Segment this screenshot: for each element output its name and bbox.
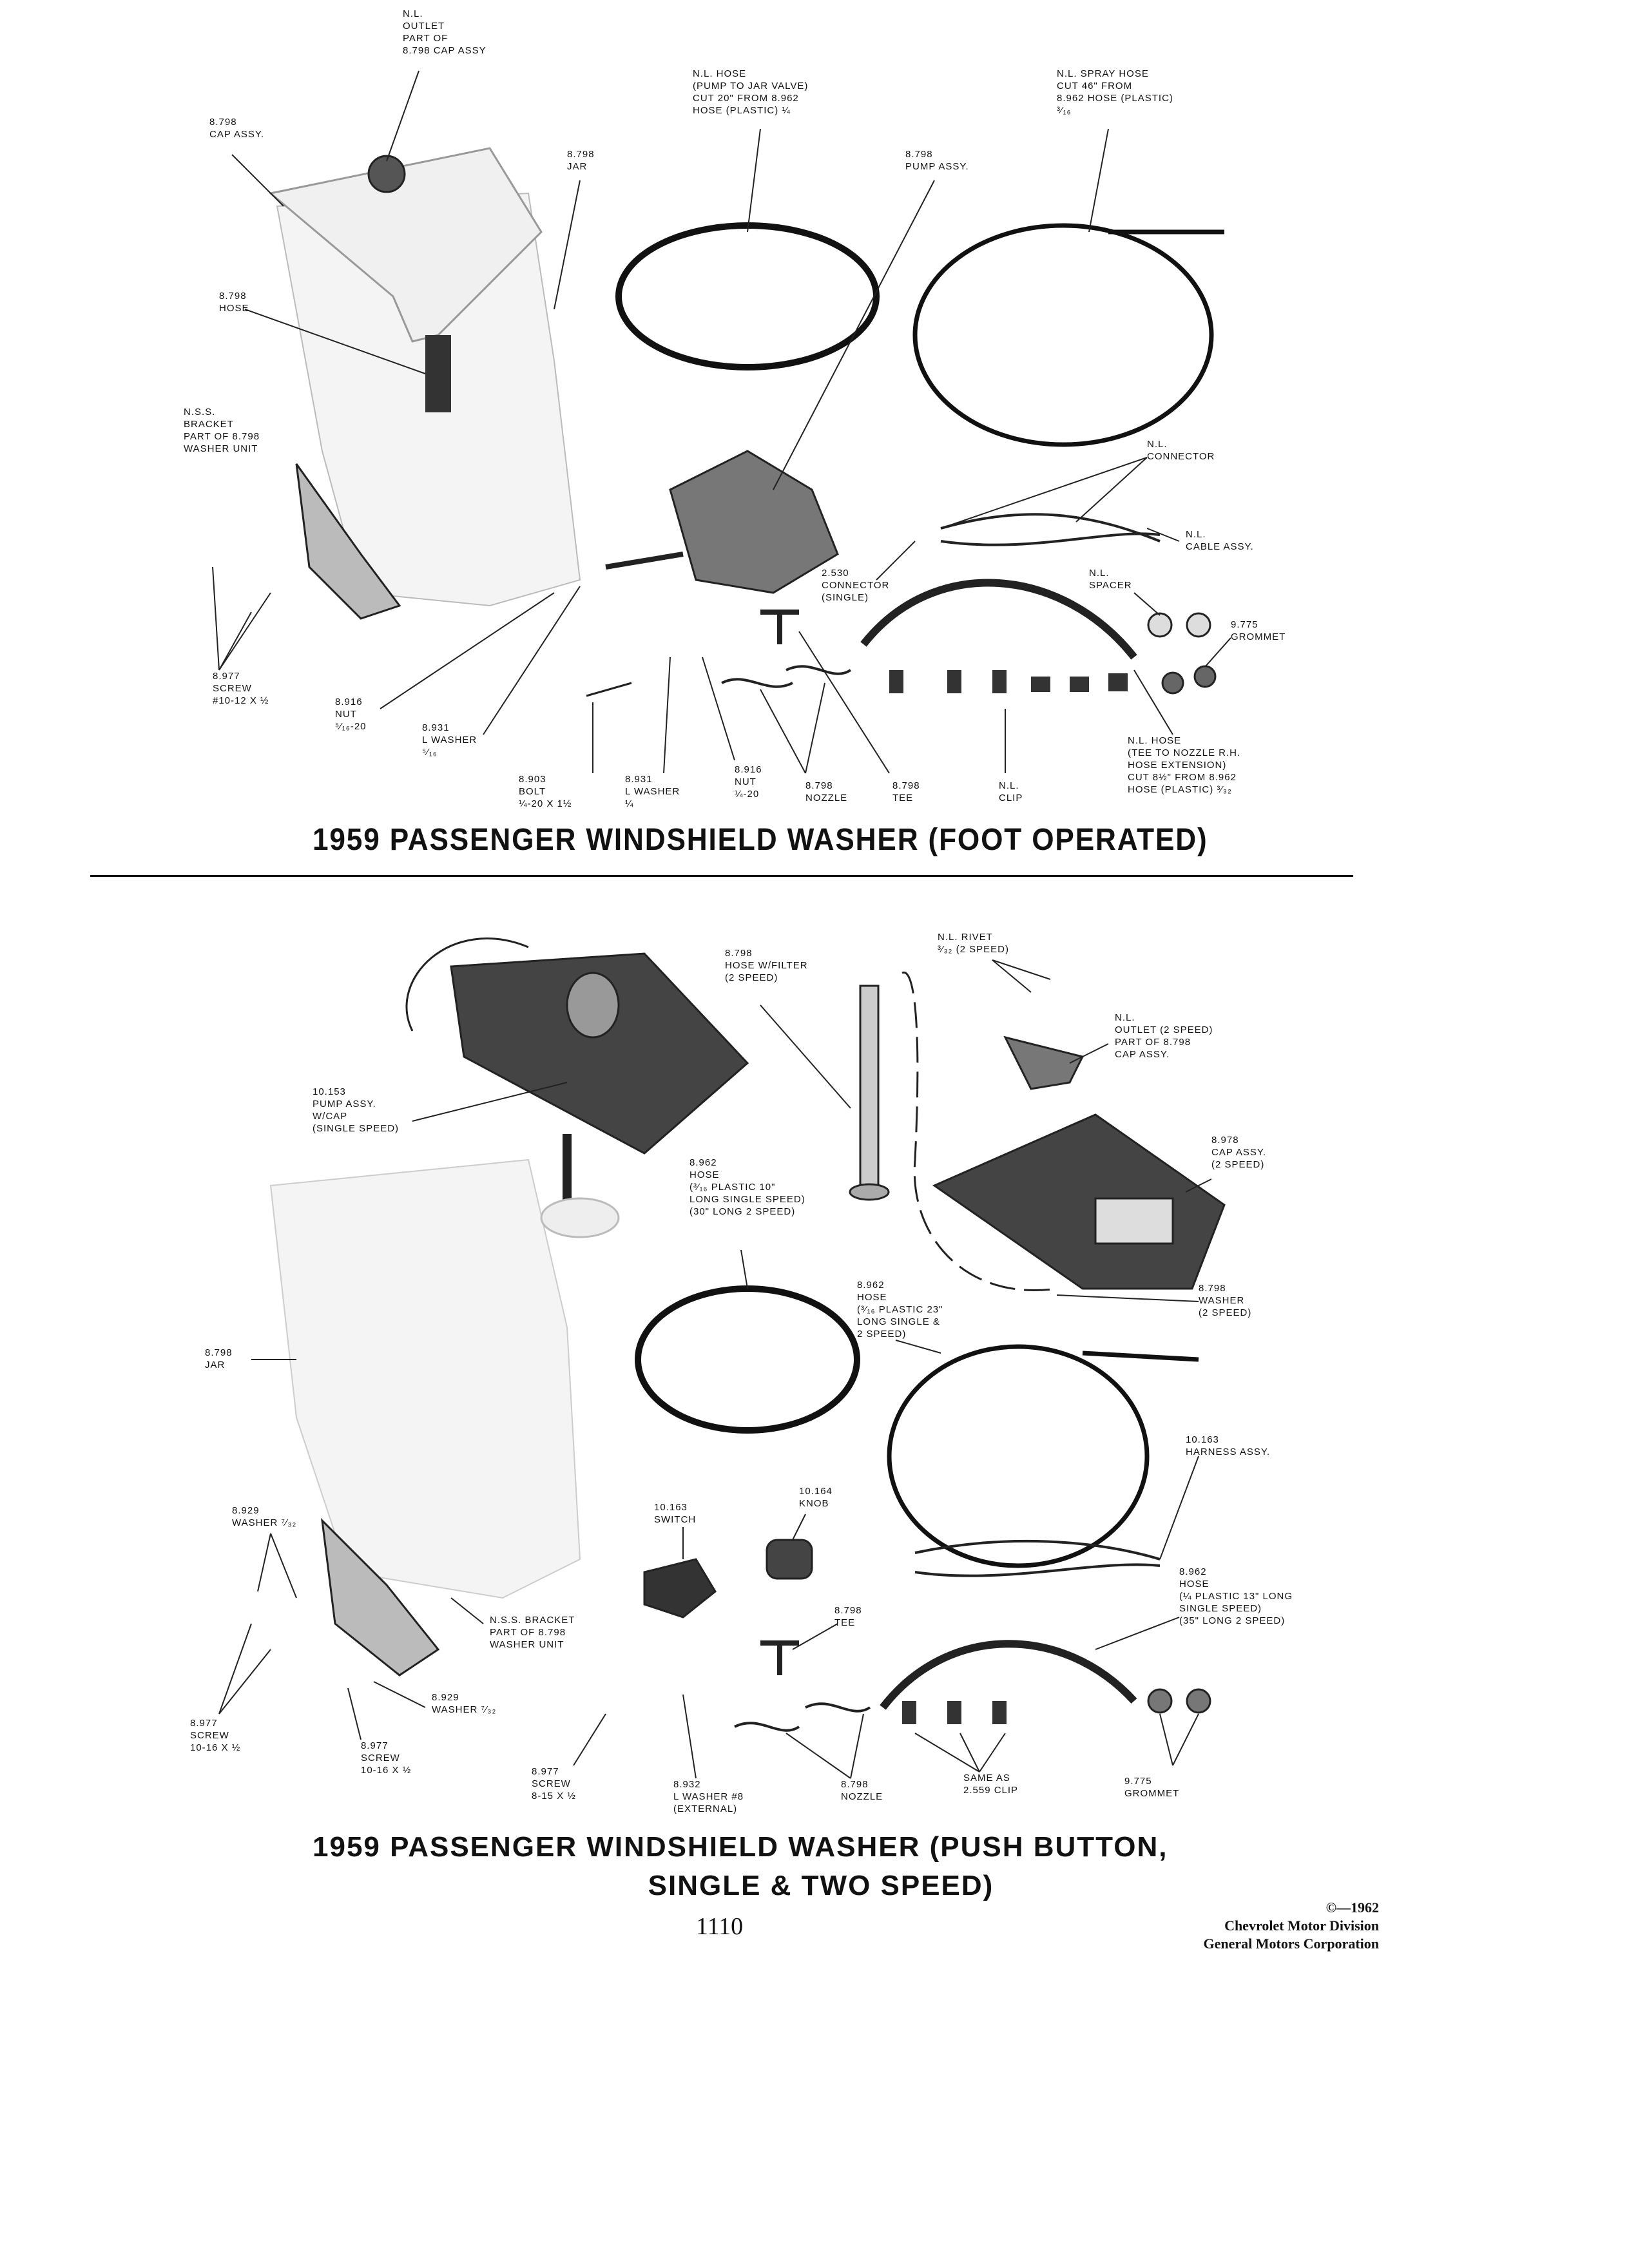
hose-dashed-2 xyxy=(901,971,1057,1291)
callout-nozzle: 8.798 NOZZLE xyxy=(805,780,848,803)
callout-hose-13: 8.962 HOSE (¼ PLASTIC 13" LONG SINGLE SP… xyxy=(1179,1566,1293,1626)
callout-nut-516: 8.916 NUT ⁵⁄₁₆-20 xyxy=(335,697,367,732)
hose-filter-2 xyxy=(859,985,880,1193)
cap-assy-2-illustration xyxy=(932,1113,1226,1290)
tee-2 xyxy=(760,1640,799,1675)
section1-title: 1959 PASSENGER WINDSHIELD WASHER (FOOT O… xyxy=(313,823,1208,857)
callout-clip-2: SAME AS 2.559 CLIP xyxy=(963,1773,1019,1796)
callout-bolt: 8.903 BOLT ¼-20 x 1½ xyxy=(519,774,572,809)
callout-cap-assy: 8.798 CAP ASSY. xyxy=(209,117,265,140)
section2-title-line2: SINGLE & TWO SPEED) xyxy=(648,1870,994,1901)
nozzles-2 xyxy=(734,1702,871,1732)
pump-wire-2 xyxy=(405,937,529,1032)
callout-l-washer-8: 8.932 L WASHER #8 (EXTERNAL) xyxy=(673,1779,744,1814)
knob-2-illustration xyxy=(766,1539,813,1580)
callout-pump-assy: 8.798 PUMP ASSY. xyxy=(905,149,969,172)
cap-switch-2 xyxy=(1094,1197,1174,1245)
callout-hose-tee-nozzle: N.L. HOSE (TEE TO NOZZLE R.H. HOSE EXTEN… xyxy=(1128,735,1241,795)
callout-bracket-2: N.S.S. BRACKET PART OF 8.798 WASHER UNIT xyxy=(490,1615,575,1650)
callout-jar: 8.798 JAR xyxy=(567,149,595,172)
callout-nut-14: 8.916 NUT ¼-20 xyxy=(735,764,762,800)
grommet-2 xyxy=(1147,1688,1173,1714)
grommet-1 xyxy=(1161,671,1184,695)
callout-spray-hose: N.L. SPRAY HOSE CUT 46" FROM 8.962 HOSE … xyxy=(1057,68,1173,116)
callout-screw-a: 8.977 SCREW 10-16 x ½ xyxy=(190,1718,241,1753)
switch-2-illustration xyxy=(643,1558,717,1619)
hose-coil-3 xyxy=(887,1344,1150,1568)
pump-assy-2-illustration xyxy=(450,952,749,1155)
callout-tee: 8.798 TEE xyxy=(892,780,920,803)
page-number: 1110 xyxy=(696,1913,744,1940)
callout-clip: N.L. CLIP xyxy=(999,780,1023,803)
hose-13-2 xyxy=(880,1640,1137,1710)
copyright: ©—1962 xyxy=(1325,1899,1379,1916)
callout-cable-assy: N.L. CABLE ASSY. xyxy=(1186,529,1254,552)
callout-l-washer-14: 8.931 L WASHER ¼ xyxy=(625,774,680,809)
callout-hose-10: 8.962 HOSE (³⁄₁₆ PLASTIC 10" LONG SINGLE… xyxy=(689,1157,805,1217)
bracket-2-illustration xyxy=(320,1517,440,1677)
callout-switch: 10.163 SWITCH xyxy=(654,1502,697,1525)
outlet-1-illustration xyxy=(367,155,406,193)
callout-tee-2: 8.798 TEE xyxy=(834,1605,862,1628)
tee-1 xyxy=(760,610,799,644)
callout-nozzle-2: 8.798 NOZZLE xyxy=(841,1779,883,1802)
callout-grommet: 9.775 GROMMET xyxy=(1231,619,1286,642)
callout-pump-cap: 10.153 PUMP ASSY. W/CAP (SINGLE SPEED) xyxy=(313,1086,400,1134)
callout-washer-732b: 8.929 WASHER ⁷⁄₃₂ xyxy=(432,1692,497,1715)
callout-spacer: N.L. SPACER xyxy=(1089,568,1132,591)
spray-hose-coil-1 xyxy=(912,223,1214,447)
pump-assy-1-illustration xyxy=(669,450,839,594)
section2-title-line1: 1959 PASSENGER WINDSHIELD WASHER (PUSH B… xyxy=(313,1831,1168,1863)
section-divider xyxy=(90,875,1353,877)
callout-washer-732: 8.929 WASHER ⁷⁄₃₂ xyxy=(232,1505,297,1528)
bolt-1 xyxy=(586,682,632,697)
callout-screw-c: 8.977 SCREW 8-15 x ½ xyxy=(532,1766,576,1802)
callout-harness: 10.163 HARNESS ASSY. xyxy=(1186,1434,1271,1457)
callout-rivet: N.L. RIVET ³⁄₃₂ (2 SPEED) xyxy=(938,932,1009,955)
callout-hose: 8.798 HOSE xyxy=(219,291,249,314)
callout-hose-23: 8.962 HOSE (³⁄₁₆ PLASTIC 23" LONG SINGLE… xyxy=(857,1280,943,1340)
callout-grommet-2: 9.775 GROMMET xyxy=(1124,1776,1180,1799)
hose-coil-1 xyxy=(615,222,880,370)
callout-cap-2speed: 8.978 CAP ASSY. (2 SPEED) xyxy=(1211,1135,1267,1170)
callout-screw-b: 8.977 SCREW 10-16 x ½ xyxy=(361,1740,412,1776)
callout-l-washer-516: 8.931 L WASHER ⁵⁄₁₆ xyxy=(422,722,477,758)
callout-outlet-2speed: N.L. OUTLET (2 SPEED) PART OF 8.798 CAP … xyxy=(1115,1012,1213,1060)
outlet-2-illustration xyxy=(1003,1035,1084,1090)
callout-knob: 10.164 KNOB xyxy=(799,1486,833,1509)
clips-1 xyxy=(889,670,1128,693)
jar-band-1 xyxy=(425,335,451,412)
jar-2-illustration xyxy=(269,1158,581,1599)
spacer-1 xyxy=(1147,612,1173,638)
callout-bracket: N.S.S. BRACKET PART OF 8.798 WASHER UNIT xyxy=(184,407,260,454)
callout-hose-pump-jar: N.L. HOSE (PUMP TO JAR VALVE) CUT 20" FR… xyxy=(693,68,809,116)
bracket-1-illustration xyxy=(295,463,401,620)
hose-coil-2 xyxy=(635,1285,860,1434)
callout-washer-2speed: 8.798 WASHER (2 SPEED) xyxy=(1199,1283,1252,1318)
division: Chevrolet Motor Division xyxy=(1224,1917,1379,1934)
harness-2 xyxy=(914,1539,1161,1577)
callout-connector-single: 2.530 CONNECTOR (SINGLE) xyxy=(822,568,890,603)
callout-outlet: N.L. OUTLET PART OF 8.798 CAP ASSY xyxy=(403,8,487,56)
callout-hose-filter: 8.798 HOSE W/FILTER (2 SPEED) xyxy=(725,948,808,983)
nozzles-1 xyxy=(721,665,852,688)
corporation: General Motors Corporation xyxy=(1203,1936,1380,1952)
clips-2 xyxy=(902,1701,1007,1724)
callout-jar-2: 8.798 JAR xyxy=(205,1347,233,1370)
hose-tee-nozzle-1 xyxy=(860,579,1137,660)
callout-connector-nl: N.L. CONNECTOR xyxy=(1147,439,1215,462)
callout-screw: 8.977 SCREW #10-12 x ½ xyxy=(213,671,269,706)
cable-assy-1 xyxy=(940,513,1161,546)
